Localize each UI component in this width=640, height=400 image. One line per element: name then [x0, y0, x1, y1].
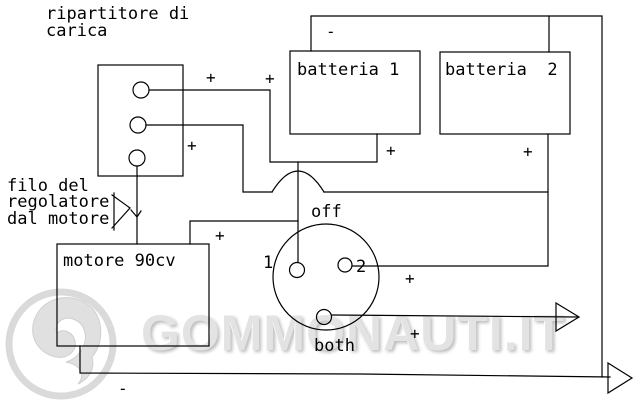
polarity-plus-switch2-wire: + — [405, 269, 415, 288]
regulator-pointer-arrow-icon — [111, 192, 142, 231]
wire-splitter1-battery1 — [148, 89, 378, 163]
battery1-box — [289, 50, 421, 135]
polarity-plus-both-wire: + — [410, 324, 420, 343]
arrowhead-ground-icon — [607, 361, 634, 395]
wire-crossover-hop — [271, 170, 325, 193]
polarity-plus-splitter-out2: + — [187, 136, 197, 155]
label-battery2: batteria 2 — [445, 60, 558, 80]
label-regulator-line1: filo del — [7, 176, 89, 196]
polarity-minus-battery1: - — [326, 22, 336, 41]
polarity-plus-battery2: + — [523, 142, 533, 161]
splitter-terminal-3-icon — [128, 149, 146, 167]
label-switch-2: 2 — [356, 257, 367, 277]
battery2-box — [439, 51, 571, 135]
label-switch-1: 1 — [263, 253, 274, 273]
label-charge-splitter-line1: ripartitore di — [46, 4, 190, 24]
polarity-plus-battery1: + — [386, 141, 396, 160]
wire-both-output — [331, 314, 579, 318]
polarity-minus-motor: - — [118, 379, 128, 398]
battery-switch-dial — [272, 223, 380, 331]
switch-post-1-icon — [288, 261, 306, 279]
label-motor: motore 90cv — [63, 251, 176, 271]
label-regulator-line3: dal motore — [7, 209, 110, 229]
polarity-plus-wire-corner: + — [265, 69, 275, 88]
label-charge-splitter-line2: carica — [46, 21, 108, 41]
polarity-plus-splitter-out1: + — [206, 68, 216, 87]
label-switch-off: off — [311, 202, 342, 222]
label-regulator-line2: regolatore — [7, 192, 110, 212]
label-switch-both: both — [314, 336, 355, 356]
splitter-terminal-1-icon — [132, 81, 150, 99]
wire-negative-bus — [310, 15, 603, 378]
motor-box — [56, 243, 210, 347]
switch-post-2-icon — [337, 257, 353, 273]
splitter-terminal-2-icon — [129, 116, 147, 134]
wire-splitter2-left — [145, 124, 273, 193]
polarity-plus-motor: + — [215, 226, 225, 245]
switch-post-both-icon — [315, 308, 333, 326]
arrowhead-both-icon — [555, 301, 581, 333]
wire-battery2-switch2 — [351, 133, 549, 267]
charge-splitter-box — [97, 64, 184, 177]
label-battery1: batteria 1 — [297, 60, 400, 80]
wire-motor-plus — [189, 220, 299, 245]
gommonauti-logo-icon — [5, 288, 117, 400]
wire-motor-negative — [79, 345, 611, 378]
